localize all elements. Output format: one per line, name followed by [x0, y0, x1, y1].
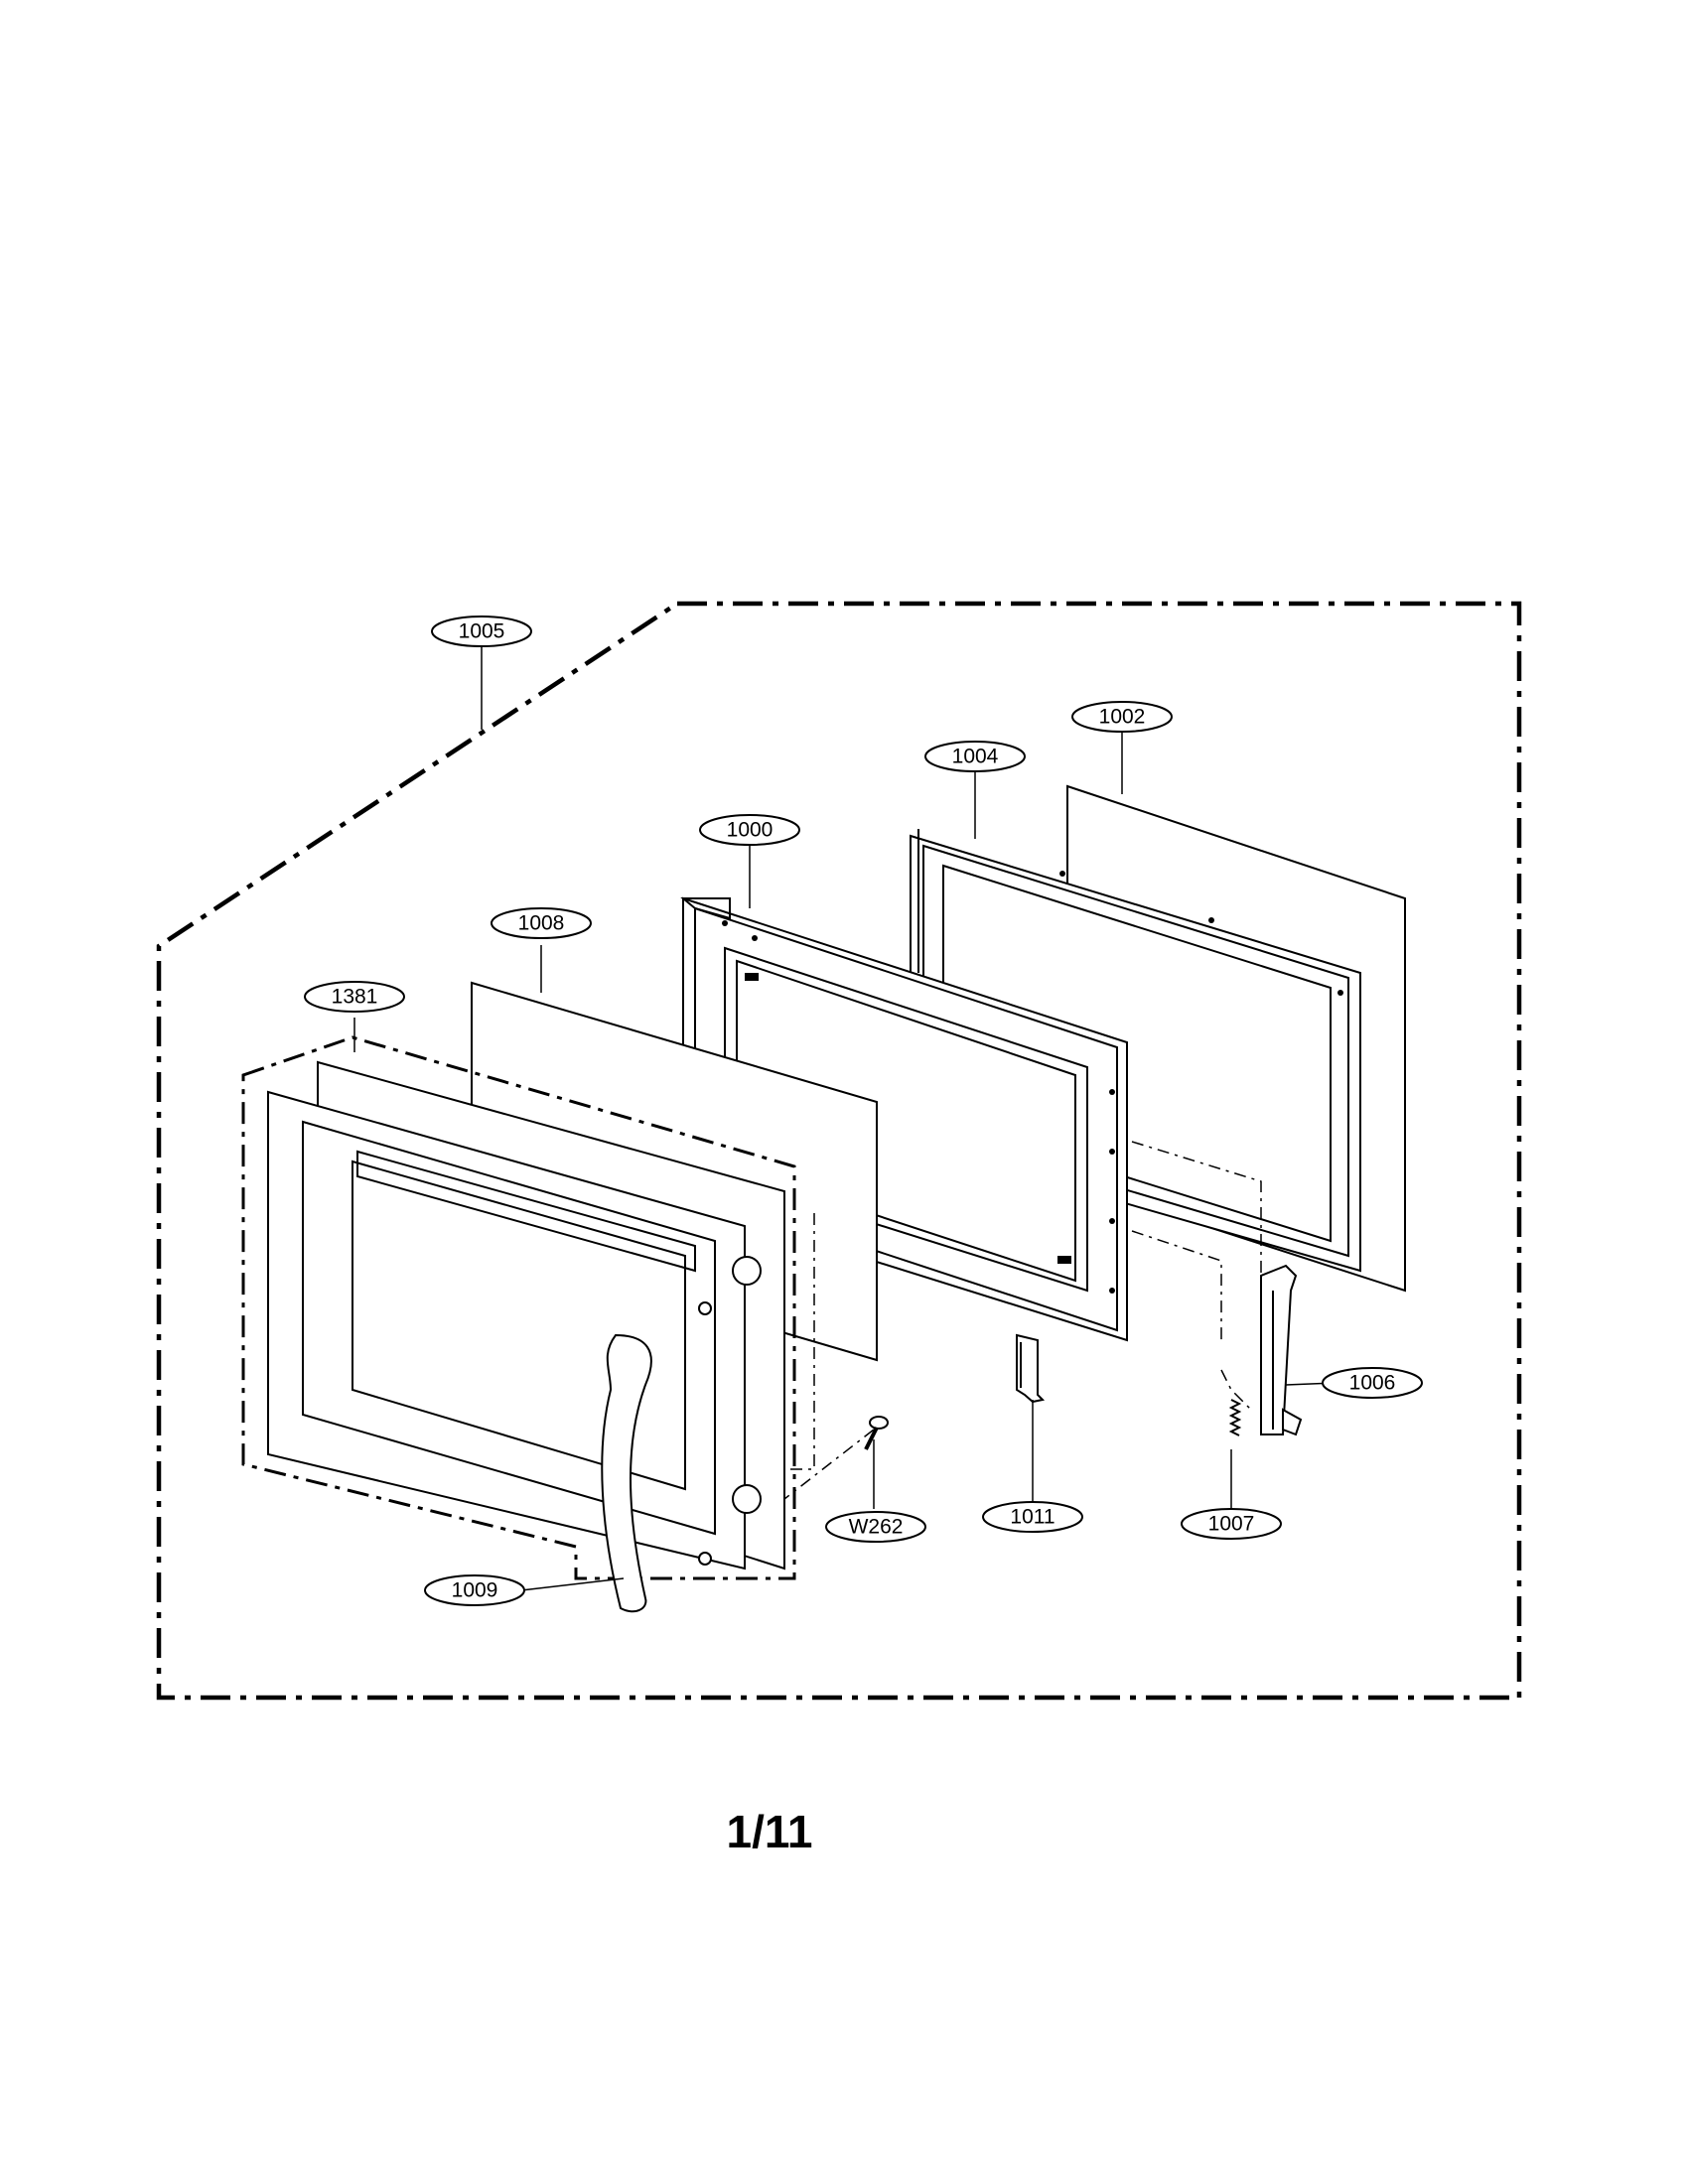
- door-handle-1009: [601, 1333, 652, 1613]
- callout-label: 1008: [518, 912, 565, 935]
- callout-1004: 1004: [924, 741, 1026, 772]
- callout-label: 1009: [452, 1579, 498, 1602]
- front-frame-outline: [241, 1035, 796, 1580]
- callout-label: 1002: [1099, 706, 1146, 729]
- callout-label: 1011: [1010, 1506, 1055, 1529]
- callout-w262: W262: [825, 1511, 926, 1543]
- callout-1006: 1006: [1322, 1367, 1423, 1399]
- callout-label: 1007: [1208, 1513, 1255, 1536]
- callout-label: 1000: [727, 819, 774, 842]
- guide-lines: [783, 1141, 1262, 1500]
- page-number: 1/11: [727, 1806, 813, 1857]
- callout-1009: 1009: [424, 1574, 525, 1606]
- callout-1007: 1007: [1181, 1508, 1282, 1540]
- callout-label: 1004: [952, 746, 999, 768]
- callout-1008: 1008: [491, 907, 592, 939]
- callout-label: 1381: [332, 986, 378, 1009]
- callout-1000: 1000: [699, 814, 800, 846]
- callout-1011: 1011: [982, 1501, 1083, 1533]
- assembly-boundary: [156, 601, 1522, 1701]
- callout-label: 1005: [459, 620, 505, 643]
- leader-lines: [353, 643, 1336, 1591]
- callout-1381: 1381: [304, 981, 405, 1013]
- screw-w262: [864, 1416, 889, 1450]
- spring-1007: [1228, 1399, 1242, 1436]
- callout-label: 1006: [1349, 1372, 1396, 1395]
- callout-label: W262: [849, 1516, 904, 1539]
- callout-1005: 1005: [431, 615, 532, 647]
- callout-1002: 1002: [1071, 701, 1173, 733]
- hook-1006: [1260, 1264, 1303, 1436]
- latch-1011: [1016, 1333, 1046, 1404]
